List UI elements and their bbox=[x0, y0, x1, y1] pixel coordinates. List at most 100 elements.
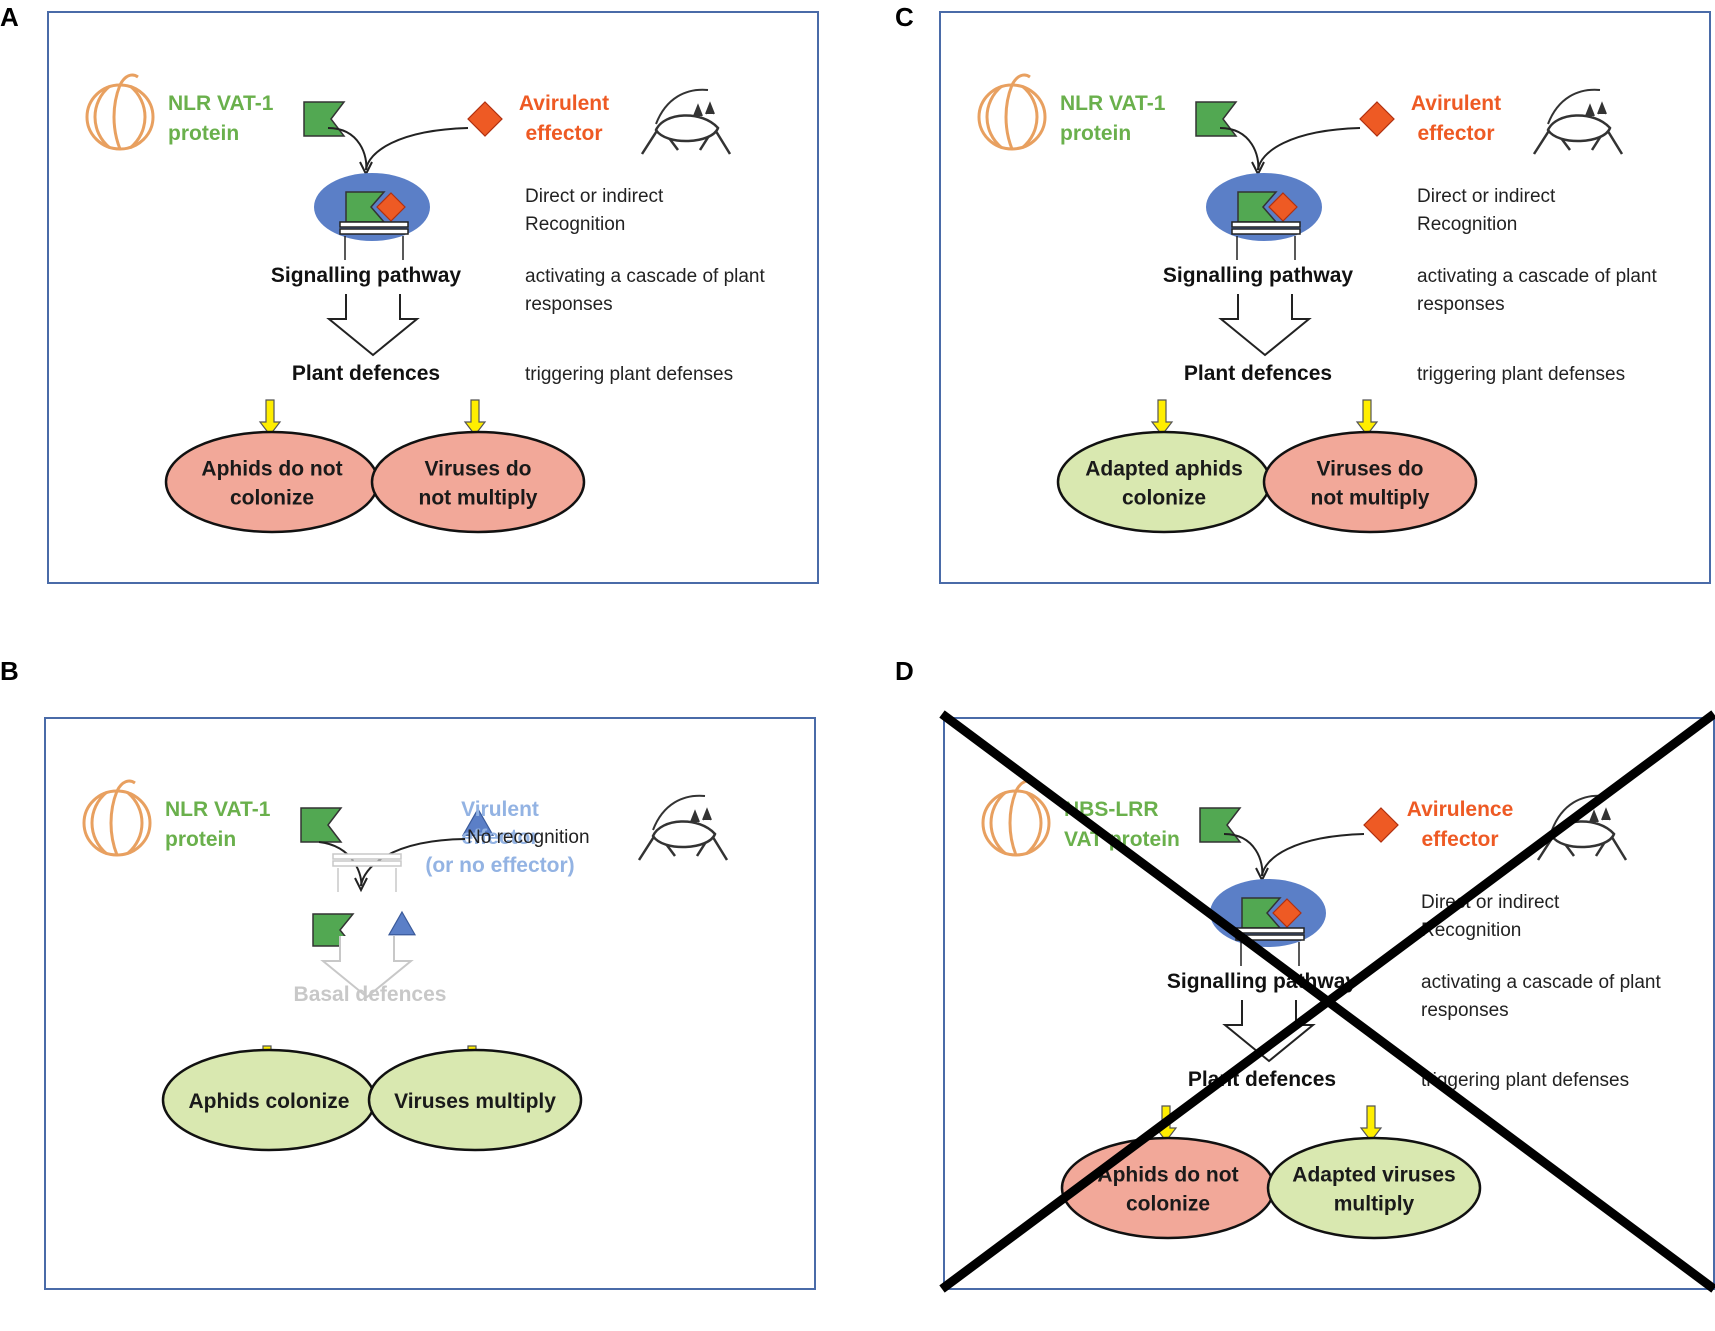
nlr-protein-flag-icon bbox=[1195, 101, 1238, 137]
signalling-pathway-connector bbox=[339, 221, 409, 260]
virulent-effector-triangle-icon bbox=[461, 807, 495, 836]
recognition-arrowhead bbox=[354, 877, 368, 893]
bound-effector-diamond-icon bbox=[376, 192, 406, 222]
effector-label-line-2: effector bbox=[1421, 828, 1498, 851]
recognition-arrow-right bbox=[365, 127, 469, 171]
avirulent-effector-diamond-icon bbox=[467, 101, 503, 137]
recognition-text-line-1: Direct or indirect bbox=[1417, 186, 1556, 207]
outcome-left-label-1: Aphids do not bbox=[201, 458, 342, 481]
triggering-text: triggering plant defenses bbox=[525, 364, 733, 385]
outcome-left-label-1: Aphids do not bbox=[1097, 1164, 1238, 1187]
yellow-arrow-right bbox=[1355, 399, 1379, 436]
cascade-text-line-1: activating a cascade of plant bbox=[525, 266, 765, 287]
defence-arrow bbox=[1222, 1000, 1316, 1063]
effector-label-line-1: Avirulence bbox=[1407, 798, 1514, 821]
effector-label-line-1: Avirulent bbox=[519, 92, 609, 115]
panel-c: C NLR VAT-1 protein Avirulent effectorDirect… bbox=[895, 2, 1711, 584]
outcome-right: Viruses do not multiply bbox=[370, 430, 586, 534]
plant-label-line-1: NBS-LRR bbox=[1064, 798, 1159, 821]
outcome-left: Aphids do not colonize bbox=[164, 430, 380, 534]
panel-frame bbox=[939, 11, 1711, 584]
yellow-arrow-right bbox=[1359, 1105, 1383, 1142]
recognition-text-line-2: Recognition bbox=[1421, 920, 1521, 941]
signalling-label: Signalling pathway bbox=[1167, 970, 1358, 993]
cross-line-2 bbox=[939, 710, 1715, 1293]
plant-label-line-2: protein bbox=[1060, 122, 1131, 145]
plant-label-line-1: NLR VAT-1 bbox=[165, 798, 271, 821]
outcome-right-label-1: Viruses multiply bbox=[394, 1090, 556, 1113]
defence-arrow bbox=[1218, 294, 1312, 357]
bound-nlr-flag-icon bbox=[1237, 191, 1278, 223]
outcome-left-label-1: Adapted aphids bbox=[1085, 458, 1243, 481]
recognition-text-line-1: Direct or indirect bbox=[1421, 892, 1560, 913]
cascade-text-line-2: responses bbox=[525, 294, 613, 315]
outcome-left-label-2: colonize bbox=[230, 487, 314, 510]
recognition-text-line-2: Recognition bbox=[1417, 214, 1517, 235]
outcome-right-label-2: not multiply bbox=[1311, 487, 1430, 510]
recognition-text-line-2: Recognition bbox=[525, 214, 625, 235]
aphid-icon bbox=[1532, 88, 1624, 156]
defences-label: Plant defences bbox=[292, 362, 440, 385]
outcome-left: Adapted aphids colonize bbox=[1056, 430, 1272, 534]
panel-letter: A bbox=[0, 2, 19, 32]
effector-label-line-3: (or no effector) bbox=[425, 854, 574, 877]
outcome-left-label-1: Aphids colonize bbox=[188, 1090, 349, 1113]
effector-label-line-2: effector bbox=[1417, 122, 1494, 145]
outcome-left-label-2: colonize bbox=[1122, 487, 1206, 510]
yellow-arrow-right bbox=[463, 399, 487, 436]
panel-letter: B bbox=[0, 656, 19, 686]
signalling-label: Signalling pathway bbox=[271, 264, 462, 287]
cascade-text-line-2: responses bbox=[1417, 294, 1505, 315]
panel-frame bbox=[943, 717, 1715, 1290]
triggering-text: triggering plant defenses bbox=[1421, 1070, 1629, 1091]
aphid-icon bbox=[637, 794, 729, 862]
panel-d: D NBS-LRR VAT protein Avirulence effectorDir… bbox=[895, 656, 1715, 1293]
effector-label-line-1: Virulent bbox=[461, 798, 539, 821]
plant-label-line-2: protein bbox=[168, 122, 239, 145]
plant-label-line-1: NLR VAT-1 bbox=[1060, 92, 1166, 115]
aphid-icon bbox=[640, 88, 732, 156]
cascade-text-line-1: activating a cascade of plant bbox=[1421, 972, 1661, 993]
defence-arrow bbox=[326, 294, 420, 357]
outcome-right-label-2: not multiply bbox=[419, 487, 538, 510]
bound-effector-diamond-icon bbox=[1272, 898, 1302, 928]
plant-label-line-2: protein bbox=[165, 828, 236, 851]
cascade-text-line-2: responses bbox=[1421, 1000, 1509, 1021]
bound-nlr-flag-icon bbox=[1241, 897, 1282, 929]
nlr-protein-flag-icon bbox=[300, 807, 343, 843]
defences-label: Plant defences bbox=[1184, 362, 1332, 385]
avirulent-effector-diamond-icon bbox=[1359, 101, 1395, 137]
melon-icon bbox=[977, 73, 1047, 151]
bound-nlr-flag-icon bbox=[345, 191, 386, 223]
recognition-text-line-1: No recognition bbox=[467, 827, 590, 848]
nlr-protein-flag-icon bbox=[1199, 807, 1242, 843]
melon-icon bbox=[82, 779, 152, 857]
defences-label: Basal defences bbox=[294, 983, 447, 1006]
plant-label-line-2: VAT protein bbox=[1064, 828, 1180, 851]
outcome-right-label-1: Viruses do bbox=[425, 458, 532, 481]
panel-letter: D bbox=[895, 656, 914, 686]
panel-frame bbox=[44, 717, 816, 1290]
effector-label-line-1: Avirulent bbox=[1411, 92, 1501, 115]
outcome-right: Viruses multiply bbox=[367, 1048, 583, 1152]
yellow-arrow-left bbox=[258, 399, 282, 436]
plant-label-line-1: NLR VAT-1 bbox=[168, 92, 274, 115]
signalling-pathway-connector bbox=[1231, 221, 1301, 260]
signalling-label: Signalling pathway bbox=[1163, 264, 1354, 287]
faded-defence-arrow bbox=[320, 936, 414, 999]
outcome-right-label-1: Adapted viruses bbox=[1292, 1164, 1455, 1187]
yellow-arrow-left bbox=[1150, 399, 1174, 436]
panel-letter: C bbox=[895, 2, 914, 32]
avirulent-effector-diamond-icon bbox=[1363, 807, 1399, 843]
recognition-text-line-1: Direct or indirect bbox=[525, 186, 664, 207]
faded-signalling-pathway bbox=[332, 853, 402, 892]
outcome-left: Aphids do not colonize bbox=[1060, 1136, 1276, 1240]
melon-icon bbox=[981, 779, 1051, 857]
outcome-left-label-2: colonize bbox=[1126, 1193, 1210, 1216]
